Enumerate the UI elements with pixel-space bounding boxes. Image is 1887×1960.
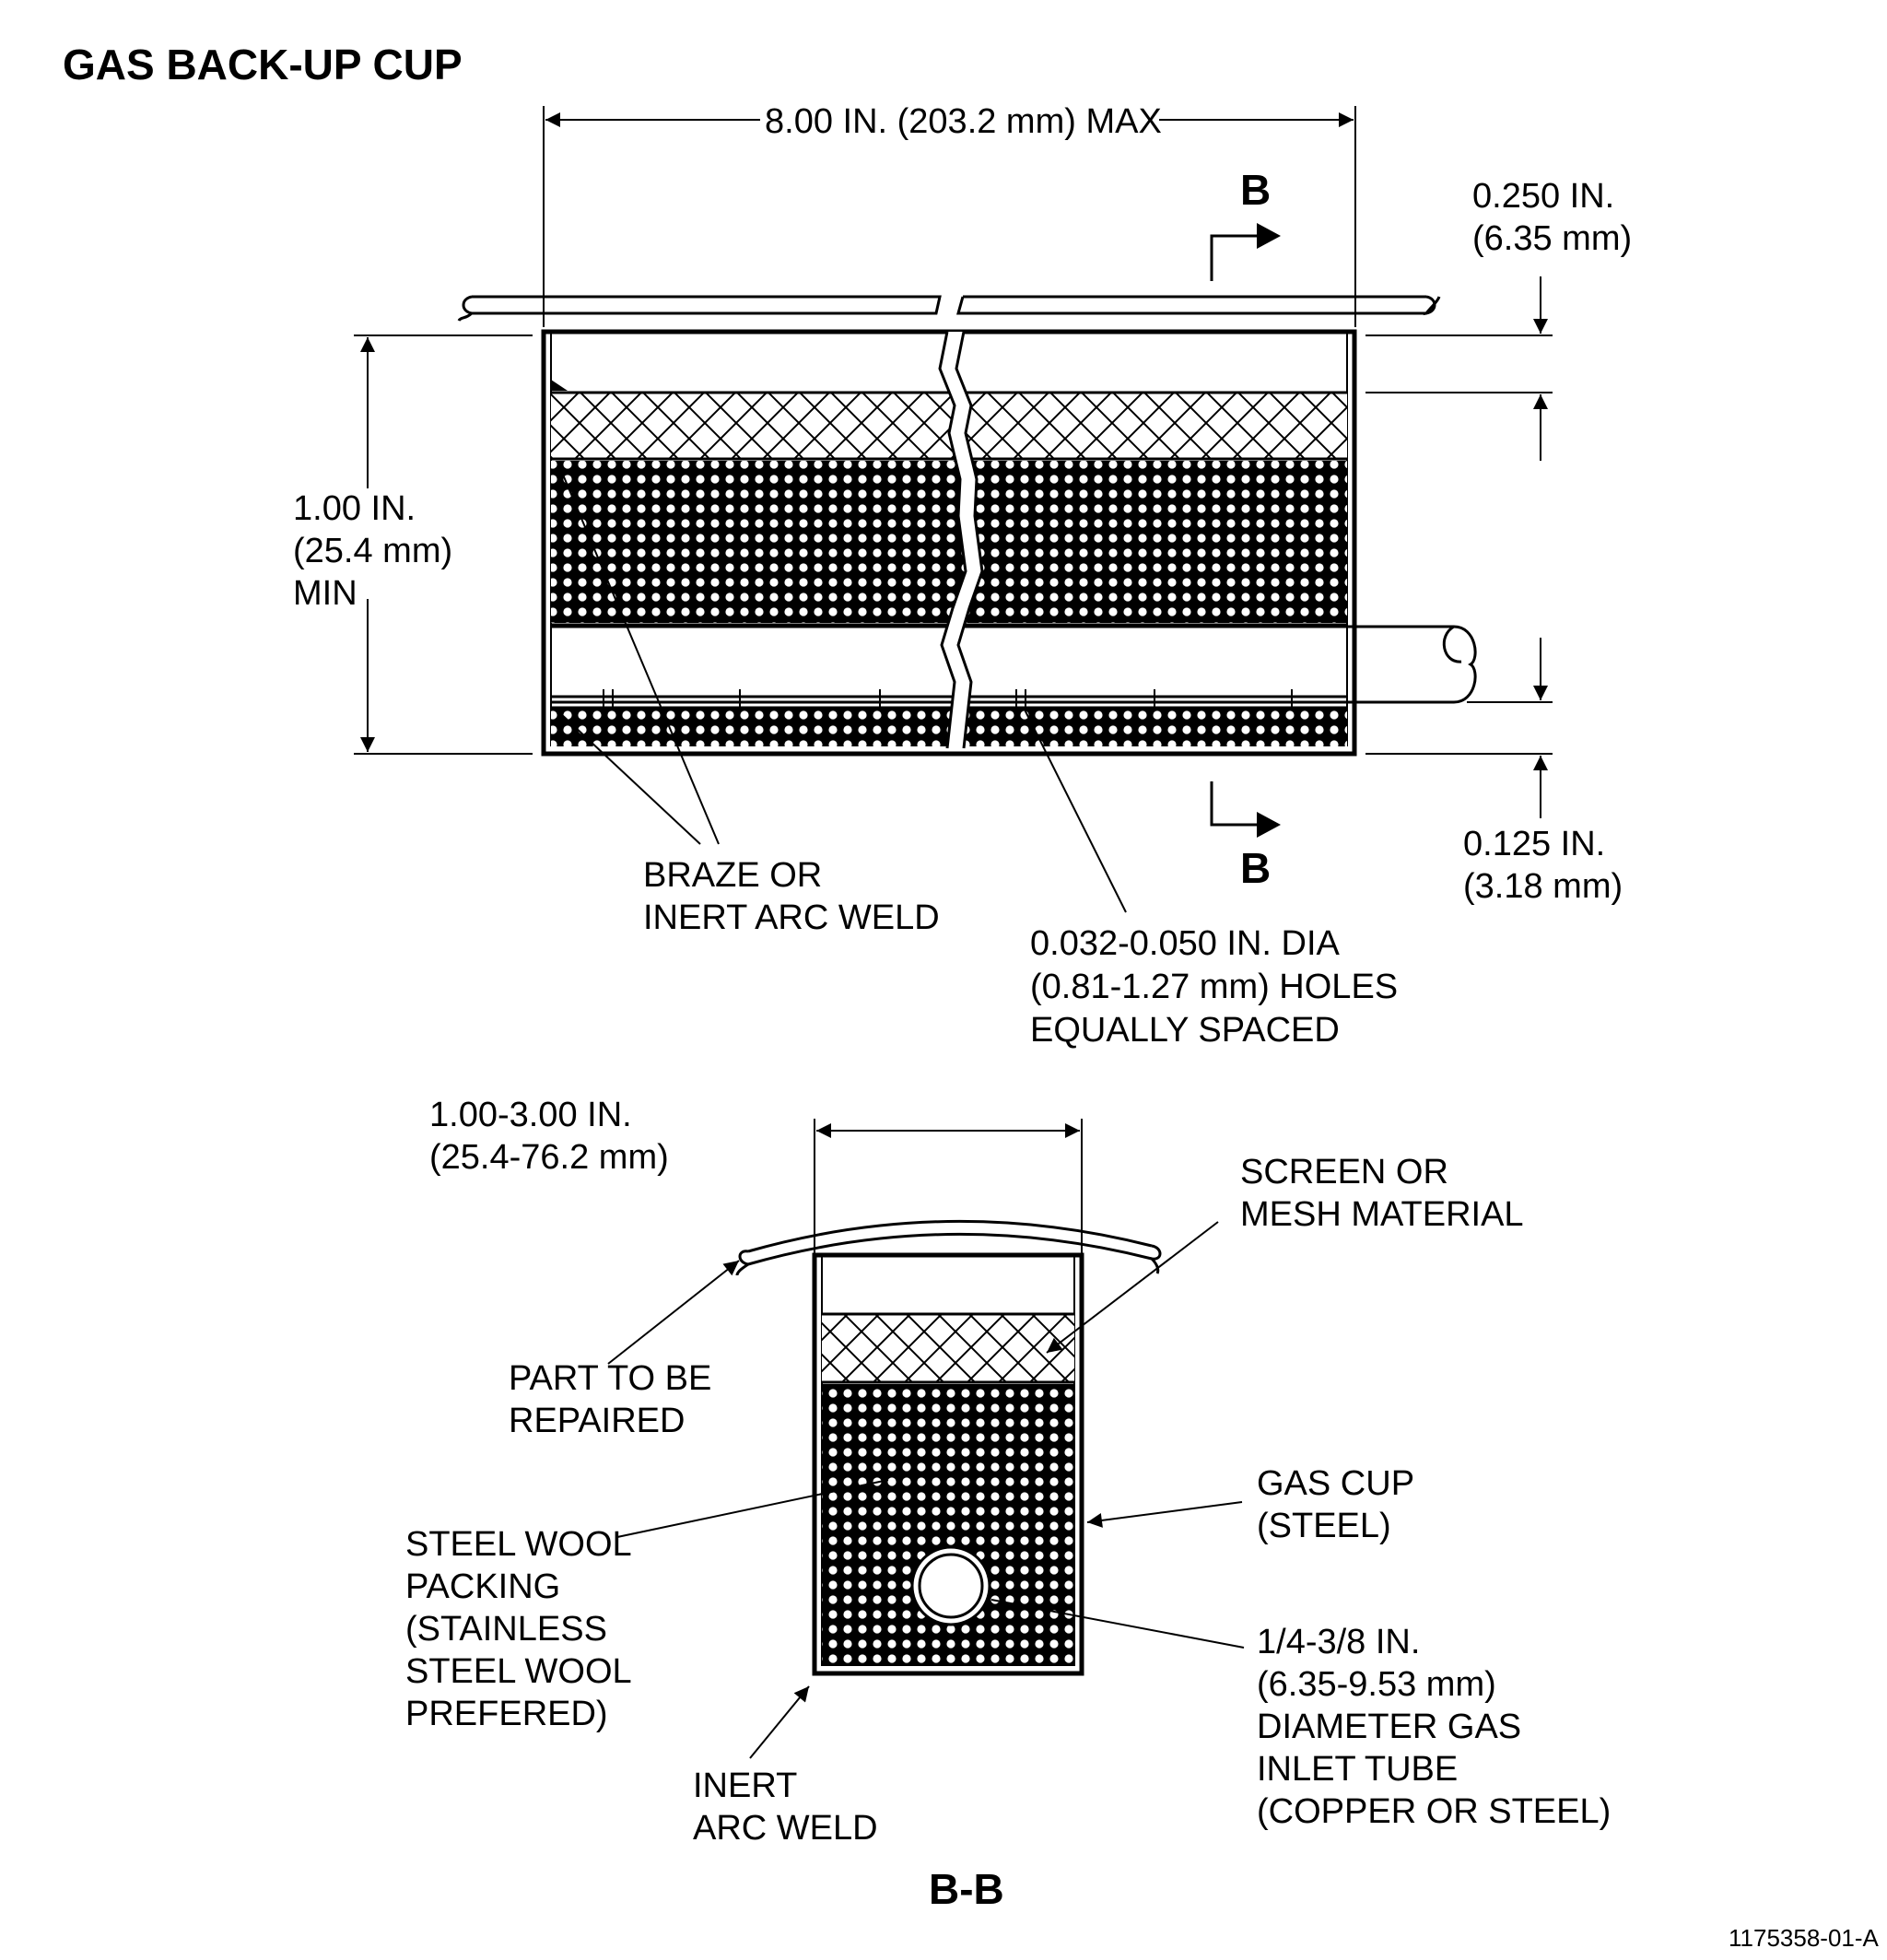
- svg-text:B: B: [1240, 844, 1271, 892]
- bottom-offset-label-2: (3.18 mm): [1463, 867, 1623, 906]
- mesh-layer: [551, 393, 1347, 459]
- tube-label-4: INLET TUBE: [1257, 1750, 1458, 1789]
- packing-label-3: (STAINLESS: [405, 1610, 607, 1649]
- tube-label-5: (COPPER OR STEEL): [1257, 1792, 1611, 1831]
- width-label-1: 1.00-3.00 IN.: [429, 1096, 632, 1134]
- braze-fillet: [551, 380, 568, 391]
- bottom-offset-label-1: 0.125 IN.: [1463, 825, 1605, 863]
- steel-wool-upper: [551, 461, 1347, 623]
- cup-leader: [1086, 1501, 1243, 1528]
- tube-label-3: DIAMETER GAS: [1257, 1708, 1521, 1746]
- screen-leader: [1046, 1221, 1219, 1354]
- holes-label-3: EQUALLY SPACED: [1030, 1011, 1340, 1050]
- packing-label-4: STEEL WOOL: [405, 1652, 632, 1691]
- top-view: 8.00 IN. (203.2 mm) MAX: [293, 102, 1632, 1050]
- top-offset-label-2: (6.35 mm): [1472, 219, 1632, 258]
- part-curved: [735, 1219, 1162, 1276]
- mesh-section: [822, 1314, 1074, 1382]
- width-label-2: (25.4-76.2 mm): [429, 1138, 669, 1177]
- packing-label-1: STEEL WOOL: [405, 1525, 632, 1564]
- gas-inlet-tube: [551, 625, 1477, 704]
- weld-leader-2: [559, 712, 701, 845]
- figure-code: 1175358-01-A: [1729, 1924, 1880, 1952]
- tube-label-1: 1/4-3/8 IN.: [1257, 1623, 1420, 1661]
- part-label-2: REPAIRED: [509, 1402, 685, 1440]
- cup-section: [812, 1252, 1084, 1676]
- part-label-1: PART TO BE: [509, 1359, 711, 1398]
- holes-leader: [1024, 709, 1127, 913]
- top-offset-label-1: 0.250 IN.: [1472, 177, 1614, 216]
- packing-leader: [616, 1479, 889, 1538]
- section-view: 1.00-3.00 IN. (25.4-76.2 mm) SCREEN OR M…: [405, 1096, 1611, 1913]
- hole-marks: [603, 689, 1293, 708]
- diagram-title: GAS BACK-UP CUP: [63, 41, 463, 88]
- length-label: 8.00 IN. (203.2 mm) MAX: [765, 102, 1162, 141]
- holes-label-2: (0.81-1.27 mm) HOLES: [1030, 968, 1398, 1006]
- height-label-2: (25.4 mm): [293, 532, 452, 570]
- svg-text:B: B: [1240, 166, 1271, 214]
- packing-label-2: PACKING: [405, 1567, 560, 1606]
- tube-label-2: (6.35-9.53 mm): [1257, 1665, 1496, 1704]
- holes-label-1: 0.032-0.050 IN. DIA: [1030, 924, 1341, 963]
- cup-label-1: GAS CUP: [1257, 1464, 1414, 1503]
- screen-label-1: SCREEN OR: [1240, 1153, 1448, 1191]
- arc-weld-leader: [749, 1685, 810, 1759]
- packing-label-5: PREFERED): [405, 1695, 608, 1733]
- height-label-3: MIN: [293, 574, 357, 613]
- section-marker-top: B: [1210, 166, 1281, 281]
- tube-leader: [990, 1599, 1245, 1649]
- weld-label-2: INERT ARC WELD: [643, 898, 940, 937]
- part-plate: [457, 295, 1441, 322]
- part-leader: [607, 1260, 740, 1365]
- screen-label-2: MESH MATERIAL: [1240, 1195, 1524, 1234]
- weld-label-1: BRAZE OR: [643, 856, 822, 895]
- section-marker-bottom: B: [1210, 781, 1281, 892]
- arc-weld-label-1: INERT: [693, 1766, 797, 1805]
- cup-label-2: (STEEL): [1257, 1507, 1391, 1545]
- section-title: B-B: [929, 1865, 1004, 1913]
- height-label-1: 1.00 IN.: [293, 489, 416, 528]
- weld-leader-1: [559, 467, 720, 845]
- arc-weld-label-2: ARC WELD: [693, 1809, 878, 1848]
